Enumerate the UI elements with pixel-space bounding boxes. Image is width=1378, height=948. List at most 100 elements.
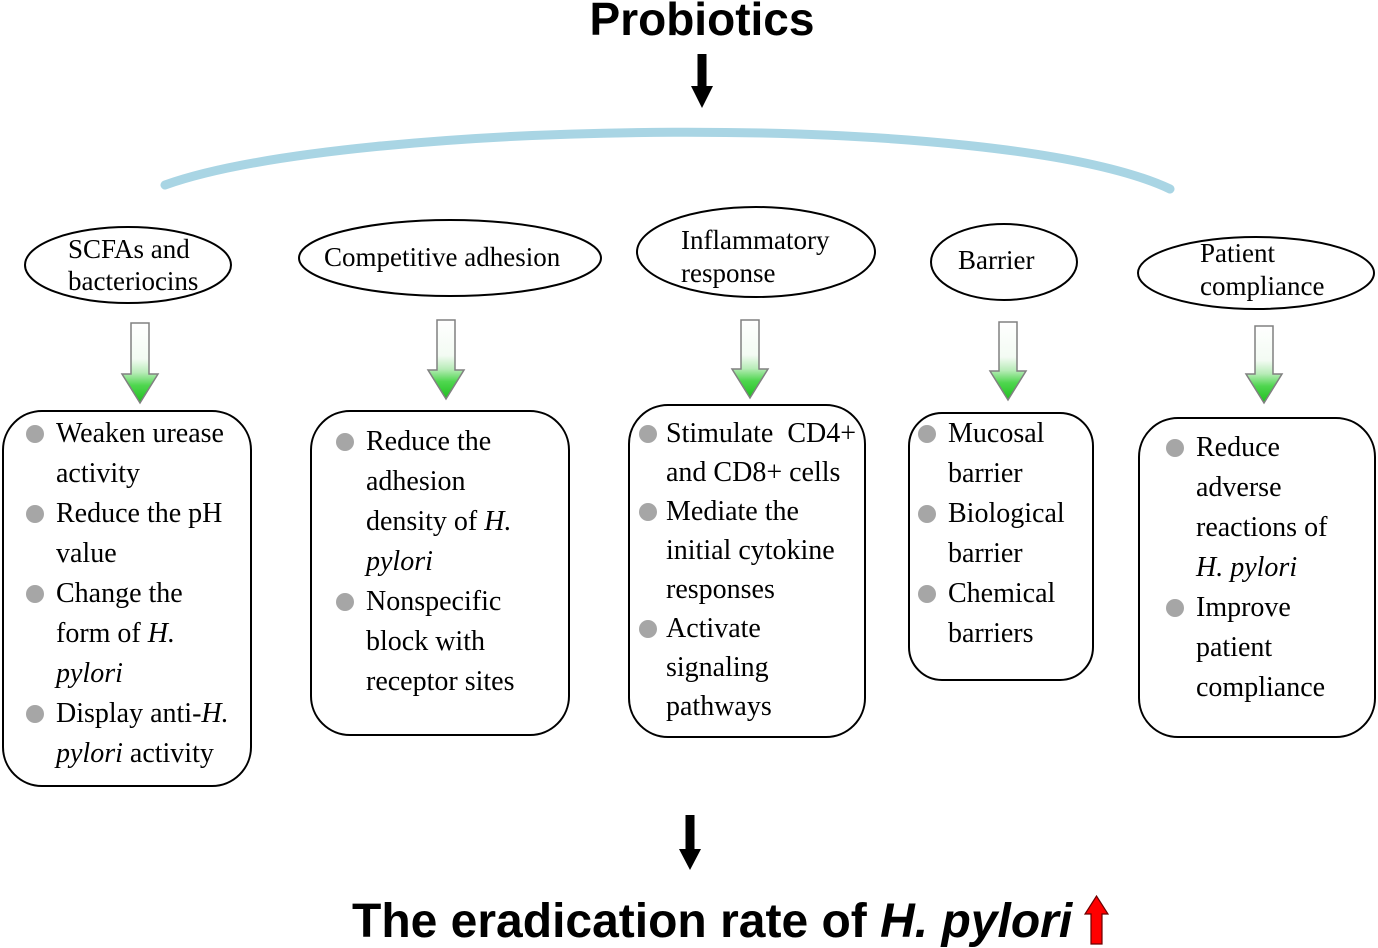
item-line: Mucosal bbox=[948, 414, 1092, 454]
bullet-dot-icon bbox=[26, 705, 44, 723]
item-line: Reduce the pH bbox=[56, 494, 250, 534]
item-line: Reduce bbox=[1196, 428, 1374, 468]
item-text: Mediate the bbox=[666, 496, 799, 527]
item-line: Nonspecific bbox=[366, 582, 568, 622]
list-item: Biological barrier bbox=[918, 494, 1092, 574]
item-text: activity bbox=[122, 738, 214, 769]
item-line: barrier bbox=[948, 534, 1092, 574]
item-text: Chemical bbox=[948, 578, 1056, 609]
node-label-patient-compliance: Patient compliance bbox=[1200, 237, 1324, 303]
item-line: Change the bbox=[56, 574, 250, 614]
green-down-arrow-icon bbox=[426, 319, 466, 401]
list-item: Stimulate CD4+ and CD8+ cells bbox=[639, 414, 864, 492]
result-text: The eradication rate of bbox=[352, 895, 881, 948]
item-line: patient bbox=[1196, 628, 1374, 668]
item-line: initial cytokine bbox=[666, 531, 864, 570]
node-label-scfas-bacteriocins: SCFAs and bacteriocins bbox=[68, 233, 198, 297]
item-line: density of H. bbox=[366, 502, 568, 542]
down-arrow-icon bbox=[679, 815, 701, 870]
item-line: reactions of bbox=[1196, 508, 1374, 548]
item-line: compliance bbox=[1196, 668, 1374, 708]
bullet-dot-icon bbox=[1166, 439, 1184, 457]
bullet-dot-icon bbox=[639, 502, 657, 521]
item-line: receptor sites bbox=[366, 662, 568, 702]
node-label-inflammatory-response: Inflammatory response bbox=[681, 224, 829, 290]
item-line: barrier bbox=[948, 454, 1092, 494]
item-text: Reduce bbox=[1196, 432, 1280, 463]
green-down-arrow-icon bbox=[988, 321, 1028, 402]
item-line: pathways bbox=[666, 687, 864, 726]
item-text: Improve bbox=[1196, 592, 1291, 623]
item-line: Activate bbox=[666, 609, 864, 648]
node-label-competitive-adhesion: Competitive adhesion bbox=[324, 241, 560, 273]
item-text: Mucosal bbox=[948, 418, 1045, 449]
node-ellipse-patient-compliance bbox=[1137, 236, 1375, 310]
item-text: Biological bbox=[948, 498, 1065, 529]
connector-arc bbox=[160, 127, 1175, 194]
item-line: H. pylori bbox=[1196, 548, 1374, 588]
bullet-dot-icon bbox=[918, 425, 936, 443]
species-name-text: pylori bbox=[56, 658, 123, 689]
item-text: Nonspecific bbox=[366, 586, 502, 617]
green-down-arrow-icon bbox=[120, 322, 160, 405]
node-ellipse-inflammatory-response bbox=[636, 206, 876, 298]
bullet-dot-icon bbox=[26, 425, 44, 443]
item-line: Biological bbox=[948, 494, 1092, 534]
item-line: pylori activity bbox=[56, 734, 250, 774]
item-line: Reduce the bbox=[366, 422, 568, 462]
item-text: and CD8+ cells bbox=[666, 457, 841, 488]
bullet-dot-icon bbox=[26, 505, 44, 523]
item-line: barriers bbox=[948, 614, 1092, 654]
list-item: Display anti-H. pylori activity bbox=[26, 694, 250, 774]
item-text: Display anti- bbox=[56, 698, 202, 729]
list-item: Improve patient compliance bbox=[1166, 588, 1374, 708]
item-line: adhesion bbox=[366, 462, 568, 502]
bullet-dot-icon bbox=[336, 593, 354, 611]
green-down-arrow-icon bbox=[1244, 325, 1284, 405]
list-item: Chemical barriers bbox=[918, 574, 1092, 654]
item-line: Stimulate CD4+ bbox=[666, 414, 864, 453]
item-text: Reduce the pH bbox=[56, 498, 223, 529]
down-arrow-icon bbox=[691, 54, 713, 108]
node-label-line: Barrier bbox=[958, 245, 1035, 275]
item-text: barrier bbox=[948, 538, 1023, 569]
item-text: Activate bbox=[666, 613, 761, 644]
item-text: adverse bbox=[1196, 472, 1282, 503]
item-text: barriers bbox=[948, 618, 1034, 649]
item-line: Weaken urease bbox=[56, 414, 250, 454]
item-line: pylori bbox=[366, 542, 568, 582]
item-line: value bbox=[56, 534, 250, 574]
bullet-dot-icon bbox=[336, 433, 354, 451]
item-text: reactions of bbox=[1196, 512, 1328, 543]
list-item: Mucosal barrier bbox=[918, 414, 1092, 494]
list-item: Reduce the pH value bbox=[26, 494, 250, 574]
item-text: patient bbox=[1196, 632, 1273, 663]
bullet-dot-icon bbox=[639, 424, 657, 443]
species-name-text: H. pylori bbox=[1196, 552, 1298, 583]
node-ellipse-barrier bbox=[930, 223, 1078, 301]
item-line: responses bbox=[666, 570, 864, 609]
item-text: Reduce the bbox=[366, 426, 492, 457]
item-text: pathways bbox=[666, 691, 772, 722]
green-down-arrow-icon bbox=[730, 319, 770, 400]
item-line: pylori bbox=[56, 654, 250, 694]
item-line: and CD8+ cells bbox=[666, 453, 864, 492]
result-statement: The eradication rate of H. pylori bbox=[352, 895, 1110, 948]
item-line: activity bbox=[56, 454, 250, 494]
node-label-line: Patient bbox=[1200, 238, 1275, 268]
species-name-text: H. bbox=[147, 618, 175, 649]
item-line: block with bbox=[366, 622, 568, 662]
species-name-text: H. bbox=[201, 698, 229, 729]
item-text: value bbox=[56, 538, 117, 569]
bullet-dot-icon bbox=[26, 585, 44, 603]
node-label-line: bacteriocins bbox=[68, 266, 199, 296]
bullet-dot-icon bbox=[639, 619, 657, 638]
item-text: barrier bbox=[948, 458, 1023, 489]
item-text: compliance bbox=[1196, 672, 1326, 703]
